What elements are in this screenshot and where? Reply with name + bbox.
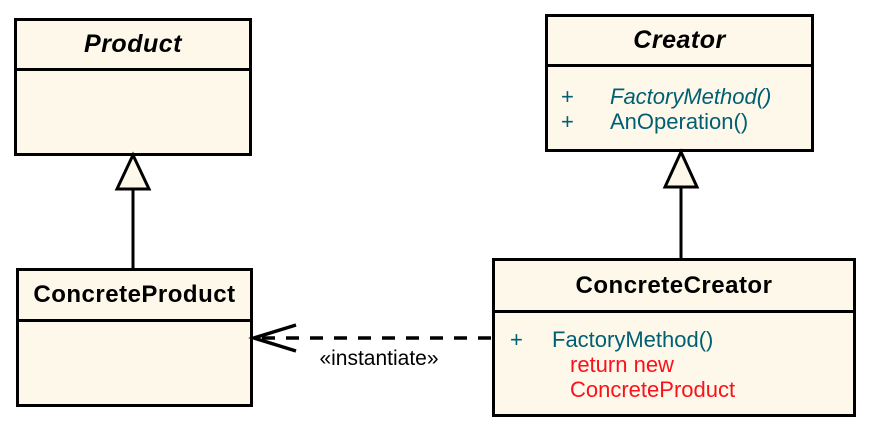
code-note-line-2: ConcreteProduct [570, 377, 736, 402]
class-title-product: Product [17, 21, 249, 71]
visibility-plus: + [561, 109, 574, 134]
class-box-product: Product [14, 18, 252, 156]
code-note-line-1: return new [570, 352, 674, 377]
class-title-concrete-creator: ConcreteCreator [495, 261, 853, 313]
instantiate-label: «instantiate» [319, 347, 439, 370]
method-name: FactoryMethod() [552, 327, 714, 352]
inheritance-triangle-icon [662, 148, 700, 189]
method-name: FactoryMethod() [610, 84, 772, 109]
class-title-concrete-product: ConcreteProduct [19, 271, 250, 322]
class-box-creator: Creator + FactoryMethod() + AnOperation(… [545, 14, 814, 152]
method-factorymethod-abstract: + FactoryMethod() [558, 84, 811, 109]
method-anoperation: + AnOperation() [558, 109, 811, 134]
class-box-concrete-product: ConcreteProduct [16, 268, 253, 407]
class-body-creator: + FactoryMethod() + AnOperation() [548, 67, 811, 134]
class-body-concrete-creator: + FactoryMethod() return new ConcretePro… [495, 313, 853, 402]
method-factorymethod: + FactoryMethod() [510, 327, 853, 352]
inheritance-triangle-icon [114, 151, 152, 191]
class-title-creator: Creator [548, 17, 811, 67]
method-name: AnOperation() [610, 109, 749, 134]
class-box-concrete-creator: ConcreteCreator + FactoryMethod() return… [492, 258, 856, 417]
visibility-plus: + [561, 84, 574, 109]
visibility-plus: + [510, 327, 523, 352]
